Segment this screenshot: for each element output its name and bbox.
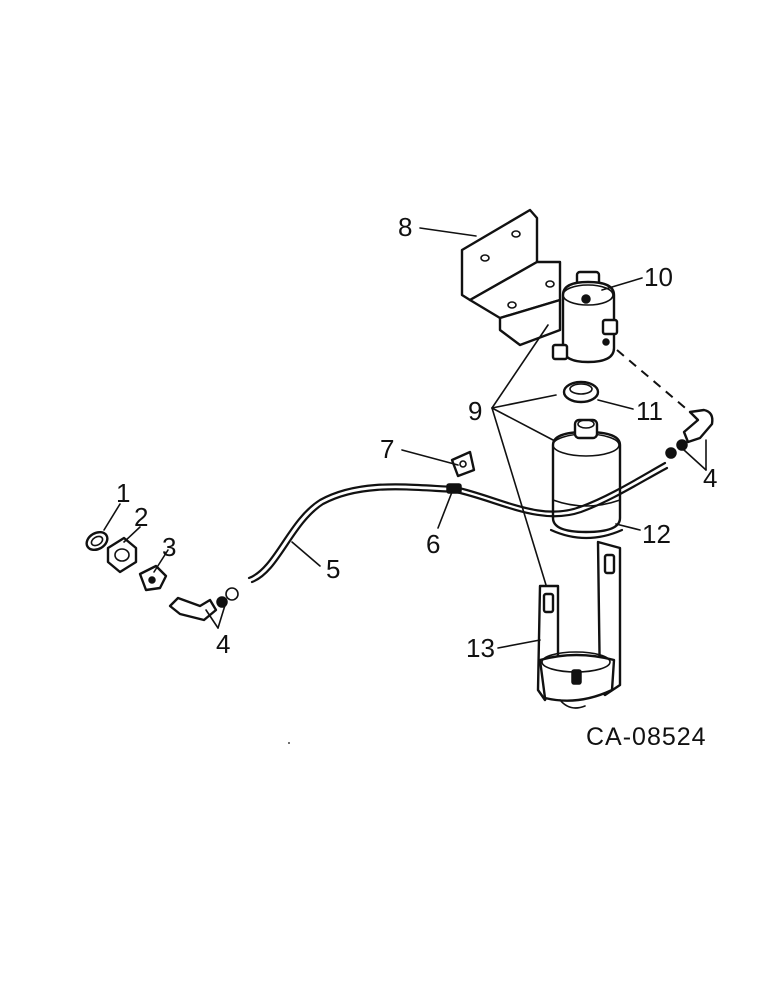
callout-7: 7 [380,434,394,464]
filter-canister [549,418,624,540]
leader-lines [103,227,707,649]
filter-head [551,270,619,364]
connector [138,564,168,592]
callout-10: 10 [644,262,673,292]
stray-dot [288,742,290,744]
elbow-fitting-right [665,408,714,459]
callout-8: 8 [398,212,412,242]
gasket [562,380,600,404]
callout-2: 2 [134,502,148,532]
callout-4-right: 4 [703,463,717,493]
mounting-bracket [460,208,562,347]
callout-11: 11 [636,396,663,426]
adapter-nut [106,536,138,574]
canister-clamp [536,540,622,709]
callout-13: 13 [466,633,495,663]
callout-3: 3 [162,532,176,562]
callout-6: 6 [426,529,440,559]
elbow-fitting-left [168,587,239,622]
callout-9: 9 [468,396,482,426]
callout-12: 12 [642,519,671,549]
tube-clip [450,450,476,478]
callout-4-left: 4 [216,629,230,659]
o-ring [85,530,109,552]
tube-sleeve [446,483,462,494]
drawing-code: CA-08524 [586,723,707,751]
callouts: 1 2 3 4 5 6 7 8 9 10 11 12 13 4 [116,212,717,663]
callout-5: 5 [326,554,340,584]
callout-1: 1 [116,478,130,508]
